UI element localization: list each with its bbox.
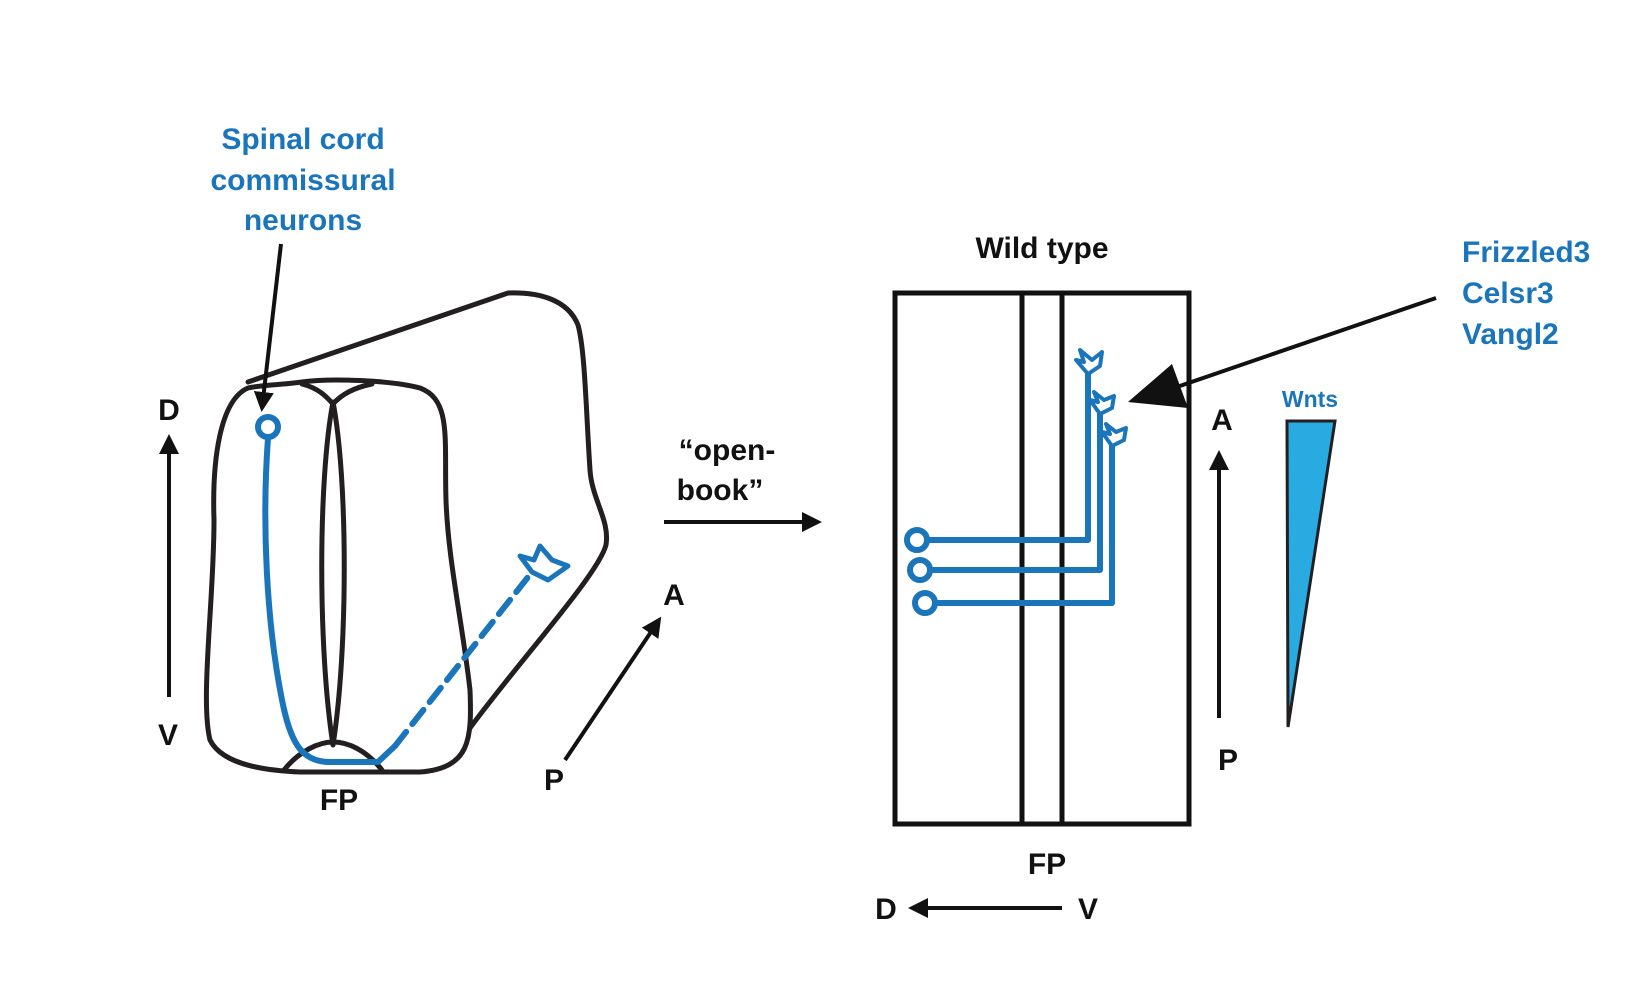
- spinal-cord-block-back-outline: [245, 290, 610, 731]
- commissural-neuron-cell-body: [255, 414, 281, 440]
- neuron-label-line-3: neurons: [244, 204, 362, 237]
- right-dv-axis: D V: [875, 893, 1098, 926]
- pcp-components-group: Frizzled3 Celsr3 Vangl2: [1128, 236, 1590, 408]
- commissural-axon-path: [262, 435, 398, 765]
- open-book-neuron-1-cell-body: [904, 527, 930, 553]
- open-book-neuron-2-cell-body: [907, 557, 933, 583]
- left-ap-axis-arrow: [563, 616, 662, 762]
- open-book-label-line-2: book”: [677, 474, 764, 507]
- open-book-neuron-2-axon: [928, 411, 1103, 573]
- pcp-component-3: Vangl2: [1462, 318, 1559, 351]
- open-book-neuron-2-growth-cone-icon: [1088, 390, 1116, 416]
- open-book-neuron-1: [904, 348, 1104, 553]
- commissural-axon-longitudinal: [392, 569, 535, 749]
- floor-plate-bump: [281, 739, 385, 773]
- right-axis-ventral-label: V: [1078, 893, 1098, 926]
- open-book-neuron-3-axon: [933, 443, 1115, 606]
- pcp-pointer-arrowhead: [1128, 364, 1188, 408]
- central-canal: [319, 399, 347, 748]
- roof-plate: [299, 381, 375, 407]
- open-book-neuron-1-growth-cone-icon: [1074, 348, 1104, 376]
- wnt-gradient: Wnts: [1282, 386, 1338, 728]
- open-book-neuron-3: [912, 422, 1128, 616]
- open-book-neuron-1-axon: [925, 371, 1091, 543]
- right-axis-posterior-label: P: [1218, 744, 1238, 777]
- open-book-rectangle: [892, 290, 1192, 827]
- open-book-transition: “open- book”: [664, 434, 822, 532]
- wnt-gradient-label: Wnts: [1282, 386, 1338, 412]
- left-ap-axis: A P: [544, 579, 685, 797]
- left-floor-plate-label: FP: [320, 784, 358, 817]
- neuron-label-group: Spinal cord commissural neurons: [210, 123, 396, 412]
- left-dv-axis: D V: [158, 394, 180, 752]
- spinal-cord-block: [203, 290, 610, 775]
- wnt-gradient-wedge: [1285, 419, 1337, 728]
- right-floor-plate-label: FP: [1028, 848, 1066, 881]
- pcp-component-2: Celsr3: [1462, 277, 1554, 310]
- left-axis-ventral-label: V: [158, 719, 178, 752]
- growth-cone-icon: [517, 543, 571, 583]
- neuron-label-line-1: Spinal cord: [221, 123, 384, 156]
- right-axis-dorsal-label: D: [875, 893, 897, 926]
- pcp-component-1: Frizzled3: [1462, 236, 1590, 269]
- spinal-cord-cross-section: [203, 377, 473, 775]
- wild-type-title: Wild type: [975, 232, 1108, 265]
- open-book-label-line-1: “open-: [679, 434, 776, 467]
- left-axis-anterior-label: A: [663, 579, 685, 612]
- right-ap-axis: A P: [1209, 404, 1238, 777]
- left-axis-dorsal-label: D: [158, 394, 180, 427]
- open-book-neuron-3-growth-cone-icon: [1100, 422, 1128, 448]
- neuron-label-line-2: commissural: [210, 164, 395, 197]
- open-book-preparation: [892, 290, 1192, 827]
- open-book-neuron-3-cell-body: [912, 590, 938, 616]
- left-axis-posterior-label: P: [544, 764, 564, 797]
- pcp-pointer-line: [1173, 296, 1437, 390]
- right-axis-anterior-label: A: [1211, 404, 1233, 437]
- neuron-pointer-arrow: [253, 243, 283, 412]
- open-book-neuron-2: [907, 390, 1116, 583]
